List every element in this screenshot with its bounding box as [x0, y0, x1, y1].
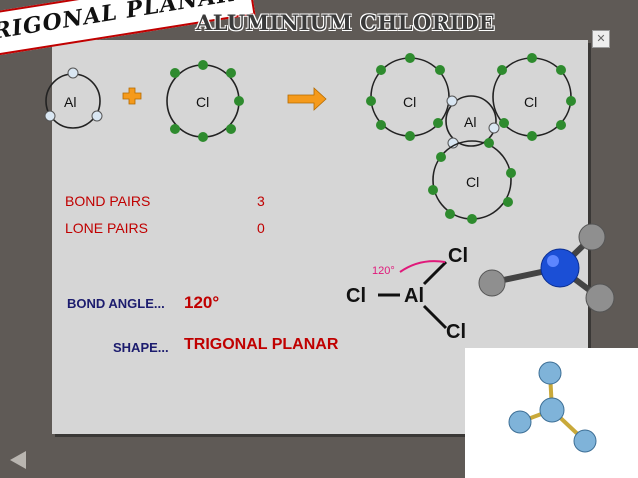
cl-label-right-left: Cl: [403, 94, 417, 110]
bond-pairs-value: 3: [257, 193, 265, 209]
bond-angle-label: BOND ANGLE...: [67, 296, 165, 311]
shape-value: TRIGONAL PLANAR: [184, 336, 339, 353]
molecule-image: [465, 348, 638, 478]
cl-label-right-right: Cl: [524, 94, 538, 110]
al-label-center: Al: [464, 114, 477, 130]
al-atom-left: [44, 67, 103, 129]
slide-title: ALUMINIUM CHLORIDE: [196, 10, 496, 35]
cl-atom-right-bottom: [428, 138, 516, 224]
bond-angle-value: 120°: [184, 293, 220, 312]
structural-formula: [378, 260, 448, 330]
bond-pairs-label: BOND PAIRS: [65, 193, 151, 209]
arrow-icon: [287, 87, 327, 111]
struct-cl-left: Cl: [346, 285, 366, 307]
plus-icon: [122, 87, 142, 105]
lone-pairs-value: 0: [257, 220, 265, 236]
struct-cl-top: Cl: [448, 245, 468, 267]
shape-label: SHAPE...: [113, 340, 169, 355]
trigonal-model: [508, 361, 597, 453]
cl-label-left: Cl: [196, 94, 210, 110]
cl-atom-left: [166, 60, 244, 142]
lone-pairs-label: LONE PAIRS: [65, 220, 148, 236]
al-atom-center: [445, 95, 500, 149]
angle-label: 120°: [372, 265, 395, 277]
al-label-left: Al: [64, 94, 77, 110]
ball-stick-model: [478, 223, 615, 313]
previous-slide-button[interactable]: [10, 451, 26, 469]
close-icon[interactable]: ✕: [592, 30, 610, 48]
struct-cl-bottom: Cl: [446, 321, 466, 343]
struct-al: Al: [404, 285, 424, 307]
cl-atom-right-right: [492, 53, 576, 141]
cl-label-right-bottom: Cl: [466, 174, 480, 190]
